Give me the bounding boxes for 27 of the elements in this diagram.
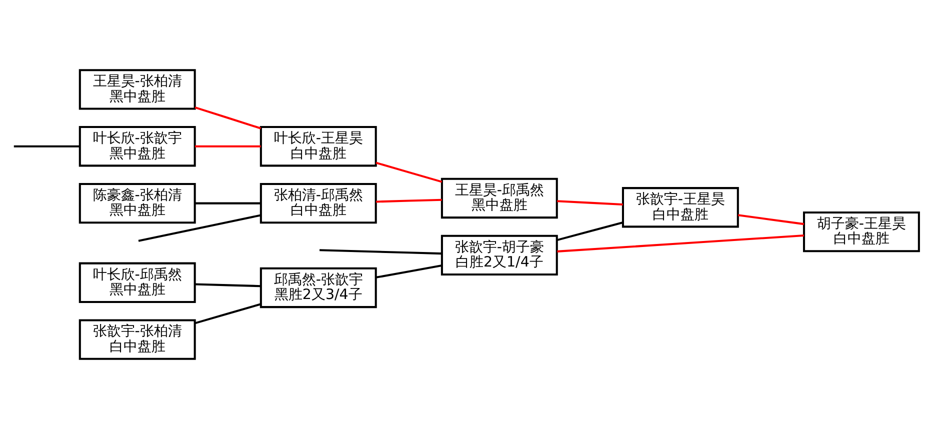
connector bbox=[138, 214, 260, 242]
node-box: 王星昊-邱禹然 黑中盘胜 bbox=[440, 178, 558, 219]
node-box: 叶长欣-邱禹然 黑中盘胜 bbox=[78, 262, 196, 303]
node-box: 叶长欣-王星昊 白中盘胜 bbox=[259, 126, 376, 167]
connector bbox=[556, 200, 622, 206]
connector bbox=[194, 283, 260, 288]
connector bbox=[194, 303, 261, 324]
node-box: 邱禹然-张歆宇 黑胜2又3/4子 bbox=[259, 267, 376, 308]
node-box: 张歆宇-王星昊 白中盘胜 bbox=[621, 187, 738, 228]
node-box: 王星昊-张柏清 黑中盘胜 bbox=[78, 69, 196, 110]
connector bbox=[376, 198, 442, 203]
connector bbox=[737, 214, 804, 226]
connector bbox=[556, 222, 623, 242]
node-box: 张歆宇-胡子豪 白胜2又1/4子 bbox=[440, 234, 558, 276]
connector bbox=[194, 145, 260, 148]
connector bbox=[194, 202, 260, 204]
connector bbox=[194, 106, 261, 130]
connector bbox=[319, 249, 442, 255]
node-box: 张歆宇-张柏清 白中盘胜 bbox=[78, 319, 196, 360]
connector bbox=[13, 145, 80, 148]
node-box: 陈豪鑫-张柏清 黑中盘胜 bbox=[78, 182, 196, 224]
node-box: 叶长欣-张歆宇 黑中盘胜 bbox=[78, 126, 196, 167]
node-box: 张柏清-邱禹然 白中盘胜 bbox=[259, 182, 376, 224]
connector bbox=[375, 162, 442, 183]
connector bbox=[556, 234, 804, 252]
connector bbox=[375, 264, 442, 278]
node-box: 胡子豪-王星昊 白中盘胜 bbox=[802, 211, 920, 252]
